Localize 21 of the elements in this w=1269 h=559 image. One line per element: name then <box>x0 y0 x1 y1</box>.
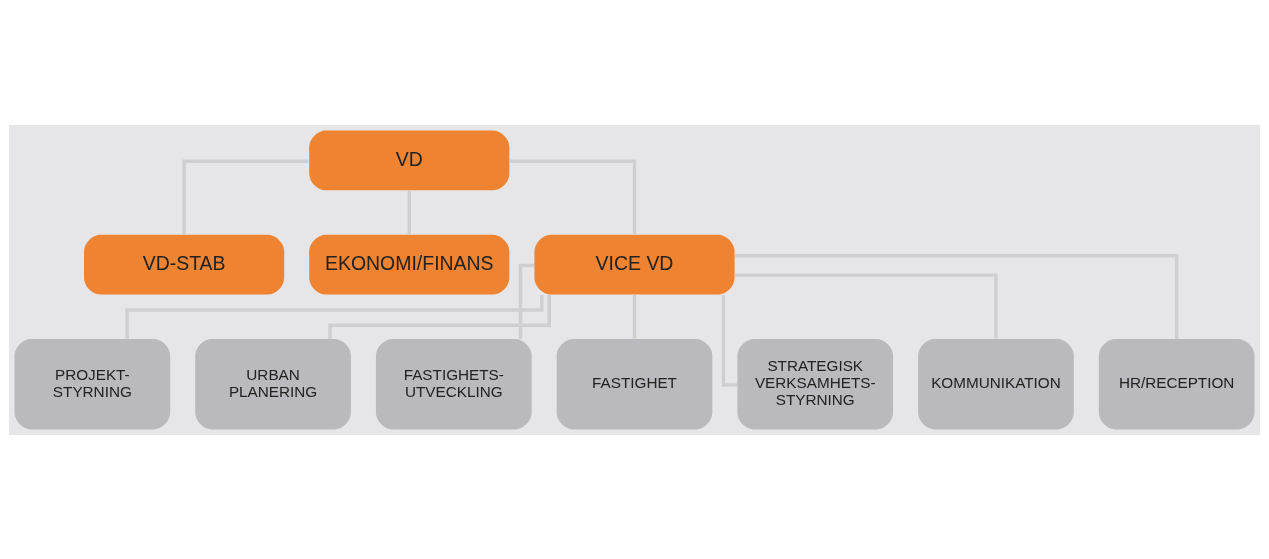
node-box: VD <box>309 130 510 190</box>
connector <box>328 294 551 339</box>
connector <box>518 263 535 339</box>
node-box: FASTIGHETS- UTVECKLING <box>375 338 532 429</box>
node-box: VD-STAB <box>84 234 285 295</box>
connector <box>407 190 412 235</box>
node-box: EKONOMI/FINANS <box>309 234 510 295</box>
node-box: URBAN PLANERING <box>195 338 351 429</box>
connector <box>735 253 1179 339</box>
node-box: PROJEKT- STYRNING <box>14 338 171 429</box>
connector <box>182 158 309 235</box>
connector <box>721 294 737 387</box>
connector <box>632 294 637 339</box>
node-box: HR/RECEPTION <box>1098 338 1255 429</box>
node-box: KOMMUNIKATION <box>918 338 1074 429</box>
connector <box>734 272 998 339</box>
node-box: VICE VD <box>534 234 735 295</box>
connector <box>510 158 637 235</box>
connector <box>125 294 544 339</box>
node-box: STRATEGISK VERKSAMHETS- STYRNING <box>737 338 894 429</box>
node-box: FASTIGHET <box>556 338 713 429</box>
